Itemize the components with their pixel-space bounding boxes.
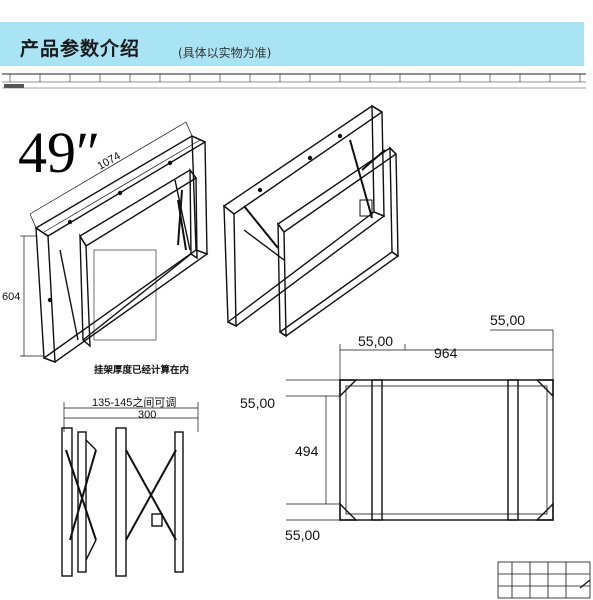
- page-subtitle: (具体以实物为准): [178, 46, 272, 60]
- dim-1074: [29, 121, 193, 229]
- thickness-note: 挂架厚度已经计算在内: [94, 364, 189, 376]
- front-top-right-offset: 55,00: [490, 312, 525, 328]
- title-block: [497, 561, 591, 599]
- bracket-iso-right: [222, 104, 400, 338]
- depth-range-label: 135-145之间可调: [92, 395, 176, 409]
- side-view-right: [115, 427, 184, 577]
- bracket-iso-left: [34, 134, 209, 364]
- depth-width-label: 300: [138, 409, 156, 421]
- front-bottom-offset: 55,00: [285, 527, 320, 543]
- iso-height-label: 604: [2, 291, 20, 303]
- header-banner: 产品参数介绍 (具体以实物为准): [0, 22, 584, 66]
- screen-size-label: 49″: [18, 120, 100, 185]
- front-height: 494: [295, 443, 319, 459]
- front-left-offset: 55,00: [358, 333, 393, 349]
- page-title: 产品参数介绍: [20, 38, 141, 60]
- dim-depth: [63, 402, 199, 432]
- ruler-strip: [2, 73, 586, 89]
- side-view-left: [61, 427, 97, 577]
- front-elevation: [339, 379, 554, 521]
- front-width: 964: [434, 345, 458, 361]
- dim-604: [20, 235, 44, 357]
- front-top-offset: 55,00: [240, 395, 275, 411]
- front-dimensions: [286, 329, 554, 521]
